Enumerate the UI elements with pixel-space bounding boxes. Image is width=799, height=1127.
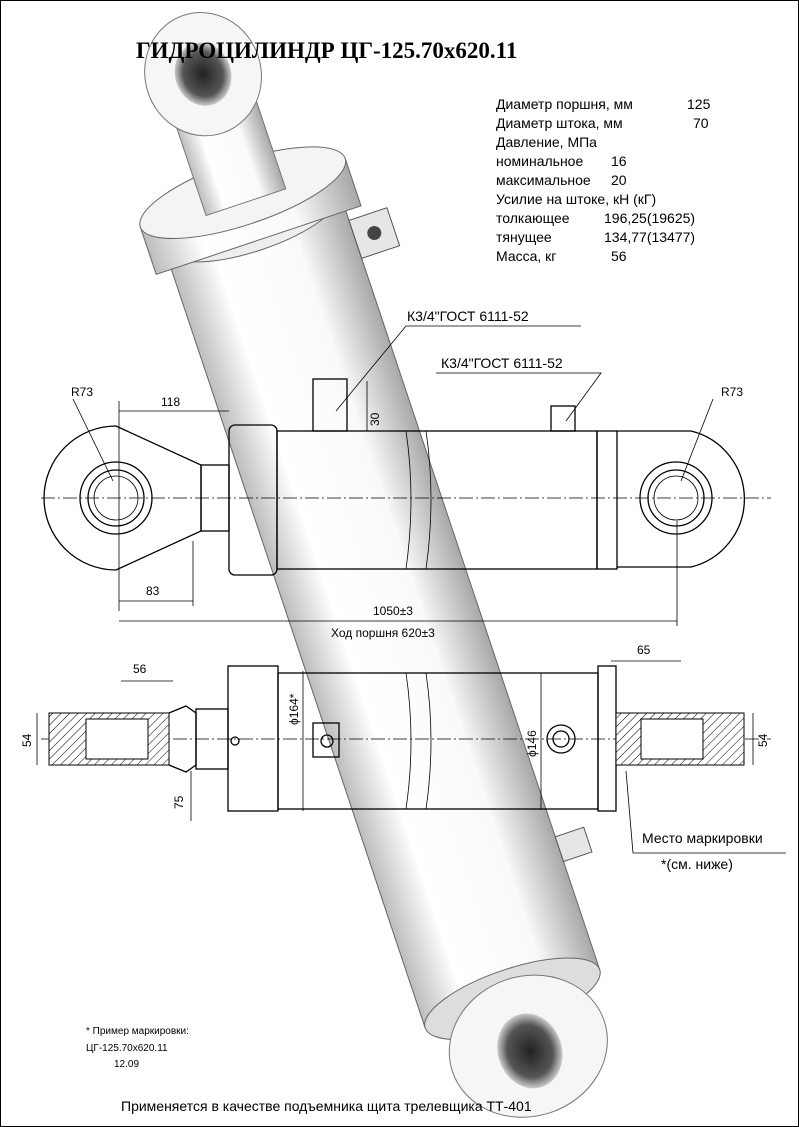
spec-label: Диаметр штока, мм: [496, 115, 623, 131]
port-thread-label-right: К3/4"ГОСТ 6111-52: [441, 355, 563, 371]
marking-note: *(см. ниже): [661, 856, 733, 872]
bottom-port-block: [554, 826, 593, 863]
dim-stroke: Ход поршня 620±3: [331, 626, 435, 640]
dim-56: 56: [133, 662, 147, 676]
footer-note: Применяется в качестве подъемника щита т…: [121, 1098, 532, 1114]
radius-label-left: R73: [71, 385, 93, 399]
dim-30: 30: [368, 412, 382, 426]
dim-54-left: 54: [20, 733, 34, 747]
spec-label: тянущее: [496, 229, 552, 245]
spec-value: 134,77(13477): [604, 229, 695, 245]
marking-place-label: Место маркировки: [642, 830, 763, 846]
spec-value: 125: [687, 96, 711, 112]
dim-1050: 1050±3: [373, 604, 413, 618]
spec-label: Диаметр поршня, мм: [496, 96, 633, 112]
bottom-eye-hole: [497, 1013, 563, 1089]
top-eye-hole: [174, 42, 232, 106]
cylinder-3d-render: [139, 12, 608, 1118]
drawing-title: ГИДРОЦИЛИНДР ЦГ-125.70х620.11: [136, 38, 517, 63]
spec-label: Масса, кг: [496, 248, 556, 264]
spec-value: 196,25(19625): [604, 210, 695, 226]
port-thread-label-left: К3/4"ГОСТ 6111-52: [407, 308, 529, 324]
spec-value: 56: [611, 248, 627, 264]
dim-83: 83: [146, 584, 160, 598]
spec-label: Усилие на штоке, кН (кГ): [496, 191, 656, 207]
dim-118: 118: [161, 395, 180, 409]
dim-75: 75: [172, 795, 186, 809]
front-view: [41, 325, 771, 626]
marking-example-date: 12.09: [114, 1059, 139, 1070]
dim-164: ϕ164*: [287, 693, 301, 725]
spec-value: 70: [693, 115, 709, 131]
dim-65: 65: [637, 643, 651, 657]
spec-label: максимальное: [496, 172, 591, 188]
spec-value: 20: [611, 172, 627, 188]
dim-54-right: 54: [756, 733, 770, 747]
radius-label-right: R73: [721, 385, 743, 399]
spec-value: 16: [611, 153, 627, 169]
dim-146: ϕ146: [525, 730, 539, 757]
marking-example-title: * Пример маркировки:: [86, 1026, 189, 1037]
marking-example-code: ЦГ-125.70х620.11: [86, 1043, 168, 1054]
spec-label: толкающее: [496, 210, 570, 226]
spec-table: Диаметр поршня, мм 125 Диаметр штока, мм…: [496, 96, 711, 264]
plan-view: [36, 660, 786, 854]
spec-label: Давление, МПа: [496, 134, 597, 150]
spec-label: номинальное: [496, 153, 583, 169]
